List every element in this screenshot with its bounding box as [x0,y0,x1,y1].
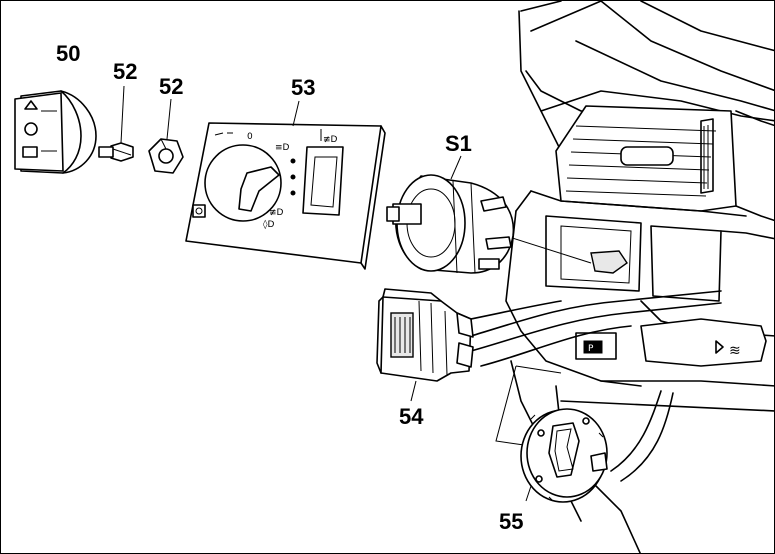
svg-text:P: P [588,344,594,354]
cable-harness [460,235,722,482]
part-54-connector [376,288,474,402]
wiper-stalk [640,318,767,367]
part-s1-light-switch [386,155,515,274]
part-53-switch-panel: 0 ≡D ≢D ◊D ≢D [185,100,386,270]
connector-pins [390,312,414,358]
recess-connector [590,250,628,274]
dial-pointer [238,166,280,212]
dashboard-panel: P ≋ [505,1,774,553]
svg-text:≋: ≋ [729,343,741,359]
mark-fog-front: ≢D [269,208,284,218]
label-52-bulb: 52 [113,59,137,84]
label-53: 53 [291,75,315,100]
label-52-nut: 52 [159,74,183,99]
label-55: 55 [499,509,523,534]
parking-switch [575,332,617,360]
vent-knob [620,146,674,166]
part-52-nut [148,98,184,174]
switch-shaft [386,206,400,222]
label-54: 54 [399,404,424,429]
mark-auto: ≡D [275,143,290,153]
air-vent-louvers [565,118,717,197]
range-indicator-window [302,146,344,216]
part-55-lock-ring [495,365,608,503]
mark-fog-rear: ◊D [263,219,274,230]
panel-button [192,204,206,218]
label-50: 50 [56,41,80,66]
label-s1: S1 [445,131,472,156]
mark-plate: ≢D [323,135,338,145]
part-52-bulb [98,85,134,162]
part-50-switch-knob [14,90,97,174]
mark-zero: 0 [247,132,253,142]
